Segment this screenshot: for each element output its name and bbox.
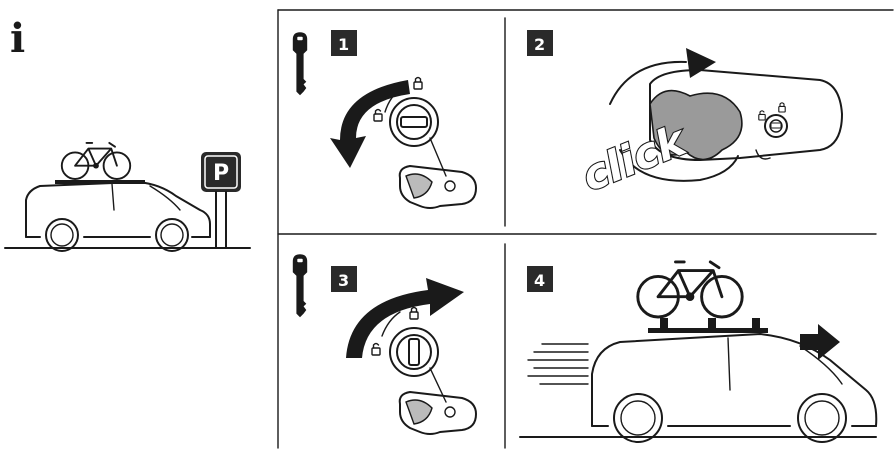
svg-text:3: 3 — [338, 271, 349, 290]
step-2-panel: 2 click — [527, 30, 842, 201]
bicycle-icon — [62, 143, 130, 179]
click-label: click — [575, 114, 695, 200]
step-3-badge: 3 — [331, 266, 357, 292]
step-4-badge: 4 — [527, 266, 553, 292]
svg-text:1: 1 — [338, 35, 349, 54]
lock-icon — [779, 103, 785, 112]
step-3-panel: 3 — [293, 254, 476, 434]
parked-car-scene: P — [5, 143, 250, 251]
step-1-panel: 1 — [293, 30, 476, 208]
key-icon — [293, 254, 307, 317]
unlock-icon — [372, 344, 380, 356]
rotate-arrow-head — [686, 48, 716, 78]
svg-text:4: 4 — [534, 271, 545, 290]
unlock-icon — [374, 110, 382, 122]
lock-unit-illustration — [400, 166, 476, 208]
key-icon — [293, 32, 307, 95]
panel-grid — [278, 10, 893, 448]
svg-text:i: i — [10, 15, 25, 62]
arrow-right-icon — [800, 324, 840, 360]
rotate-right-arrow — [346, 278, 464, 358]
lock-unit-illustration — [400, 392, 476, 434]
lock-icon — [414, 78, 422, 90]
car-icon — [26, 180, 210, 251]
speed-lines — [528, 344, 588, 384]
step-1-badge: 1 — [331, 30, 357, 56]
parking-sign-icon: P — [201, 152, 241, 248]
svg-text:2: 2 — [534, 35, 545, 54]
svg-text:P: P — [213, 161, 229, 186]
lock-icon — [410, 308, 418, 320]
step-2-badge: 2 — [527, 30, 553, 56]
car-icon — [592, 318, 876, 442]
unlock-icon — [759, 111, 765, 120]
step-4-panel: 4 — [520, 262, 876, 442]
bicycle-icon — [638, 262, 742, 317]
info-icon: i — [10, 15, 25, 62]
